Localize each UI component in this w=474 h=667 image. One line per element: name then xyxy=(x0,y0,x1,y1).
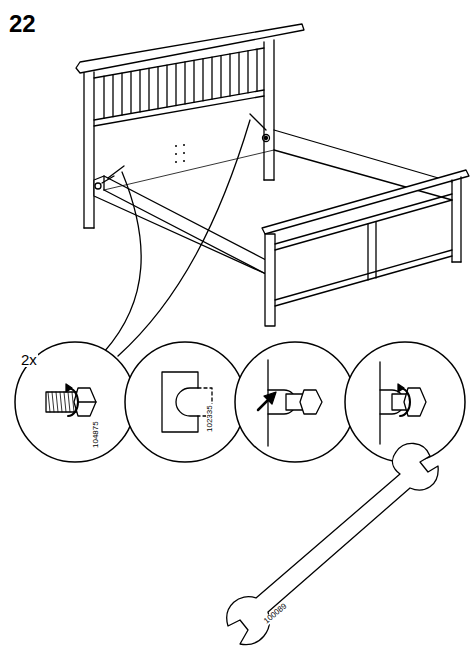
leader-line xyxy=(118,120,250,356)
wrench xyxy=(227,443,438,644)
part-number: 104875 xyxy=(92,420,100,449)
detail-bolt-nut xyxy=(15,342,135,462)
step-number: 22 xyxy=(8,12,37,36)
detail-keyhole-bracket xyxy=(125,342,245,462)
footboard xyxy=(262,170,469,326)
leader-line xyxy=(104,172,141,352)
quantity-label: 2x xyxy=(20,352,38,367)
side-rail xyxy=(94,166,266,274)
part-number: 102335 xyxy=(206,404,214,433)
detail-bolt-insert xyxy=(235,342,355,462)
